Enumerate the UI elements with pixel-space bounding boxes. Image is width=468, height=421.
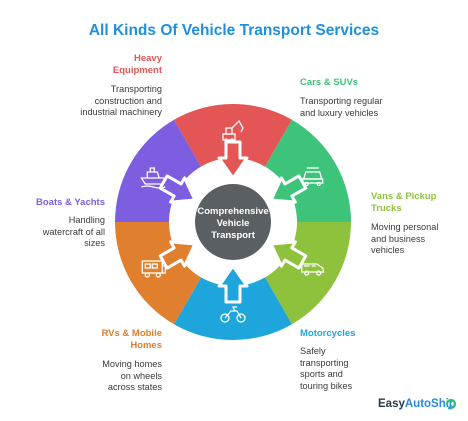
motorcycle-icon <box>220 306 246 323</box>
excavator-icon <box>222 119 244 142</box>
center-label-line1: Comprehensive <box>197 206 268 217</box>
motorcycles-segment <box>174 277 292 340</box>
center-hub <box>195 184 271 260</box>
boats-yachts-segment <box>115 119 201 222</box>
rv-icon <box>141 260 166 278</box>
vans-pickup-arrow <box>269 240 308 270</box>
van-icon <box>301 263 325 276</box>
motorcycles-arrow <box>217 264 249 304</box>
boat-icon <box>140 167 167 189</box>
cars-suvs-segment <box>265 119 351 222</box>
rvs-mobile-homes-arrow <box>158 240 197 270</box>
brand-swirl-icon <box>445 398 457 410</box>
motorcycles-label: Motorcycles <box>300 328 356 339</box>
center-label-line2: Vehicle <box>217 218 250 229</box>
center-label-line3: Transport <box>211 230 256 241</box>
page-title: All Kinds Of Vehicle Transport Services <box>88 22 380 39</box>
boats-yachts-label: Boats & Yachts <box>36 197 105 208</box>
heavy-equipment-segment <box>174 104 292 167</box>
car-icon <box>302 167 324 187</box>
boats-yachts-arrow <box>158 174 197 204</box>
vans-pickup-segment <box>265 222 351 325</box>
heavy-equipment-arrow <box>217 140 249 180</box>
cars-suvs-label: Cars & SUVs <box>300 77 359 88</box>
brand-logo: EasyAutoShip <box>378 398 456 410</box>
